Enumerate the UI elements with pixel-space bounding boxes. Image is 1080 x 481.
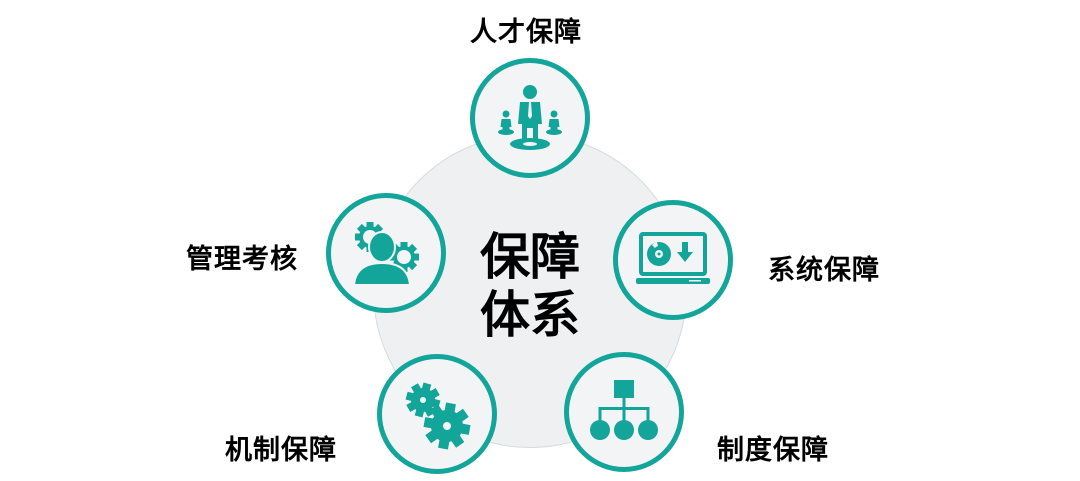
- node-institution: [564, 352, 684, 472]
- person-gears-icon: [352, 222, 419, 286]
- node-talent: [470, 58, 590, 178]
- node-management: [326, 193, 446, 313]
- node-system: [613, 200, 733, 320]
- people-talent-icon: [498, 85, 562, 150]
- node-label-system: 系统保障: [768, 255, 880, 286]
- node-label-institution: 制度保障: [717, 435, 829, 466]
- laptop-disc-download-icon: [636, 232, 710, 284]
- node-label-mechanism: 机制保障: [225, 435, 337, 466]
- node-label-talent: 人才保障: [470, 17, 582, 48]
- center-title-line2: 体系: [480, 286, 580, 344]
- node-label-management: 管理考核: [186, 244, 298, 275]
- gears-icon: [405, 382, 471, 450]
- center-title-line1: 保障: [480, 228, 580, 286]
- org-hierarchy-icon: [590, 380, 658, 440]
- center-title: 保障 体系: [472, 228, 588, 344]
- node-mechanism: [377, 354, 497, 474]
